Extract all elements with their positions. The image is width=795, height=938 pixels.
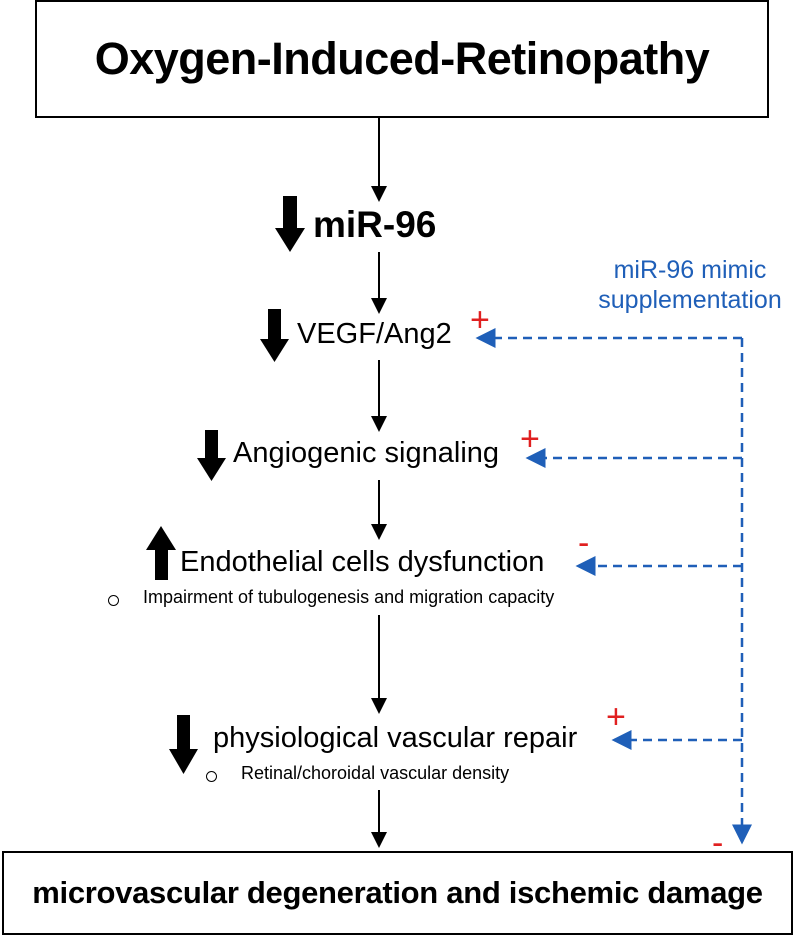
- down-arrow-icon: [197, 430, 226, 481]
- outcome-label: microvascular degeneration and ischemic …: [32, 875, 763, 910]
- bullet-icon: [108, 595, 119, 606]
- step-vascular-repair-detail: Retinal/choroidal vascular density: [241, 763, 510, 783]
- direction-arrows: [146, 196, 305, 774]
- step-vegf-ang2: VEGF/Ang2: [297, 318, 452, 350]
- intervention-label: miR-96 mimic supplementation: [598, 256, 782, 314]
- effect-sign-repair: +: [606, 698, 626, 736]
- effect-sign-outcome: -: [712, 824, 724, 862]
- up-arrow-icon: [146, 526, 176, 580]
- title-box: Oxygen-Induced-Retinopathy: [35, 0, 769, 118]
- down-arrow-icon: [260, 309, 289, 362]
- intervention-lines: [475, 328, 752, 845]
- step-vascular-repair: physiological vascular repair: [213, 722, 578, 754]
- step-endothelial-dysfunction: Endothelial cells dysfunction: [180, 546, 545, 578]
- down-arrow-icon: [169, 715, 198, 774]
- step-endothelial-detail: Impairment of tubulogenesis and migratio…: [143, 587, 555, 607]
- effect-sign-endothelial: -: [578, 524, 590, 562]
- outcome-box: microvascular degeneration and ischemic …: [2, 851, 793, 935]
- down-arrow-icon: [275, 196, 305, 252]
- bullet-icon: [206, 771, 217, 782]
- step-angiogenic-signaling: Angiogenic signaling: [233, 437, 500, 469]
- effect-sign-angiogenic: +: [520, 420, 540, 458]
- diagram-title: Oxygen-Induced-Retinopathy: [94, 33, 710, 84]
- step-mir96: miR-96: [313, 204, 437, 245]
- effect-sign-vegf: +: [470, 301, 490, 339]
